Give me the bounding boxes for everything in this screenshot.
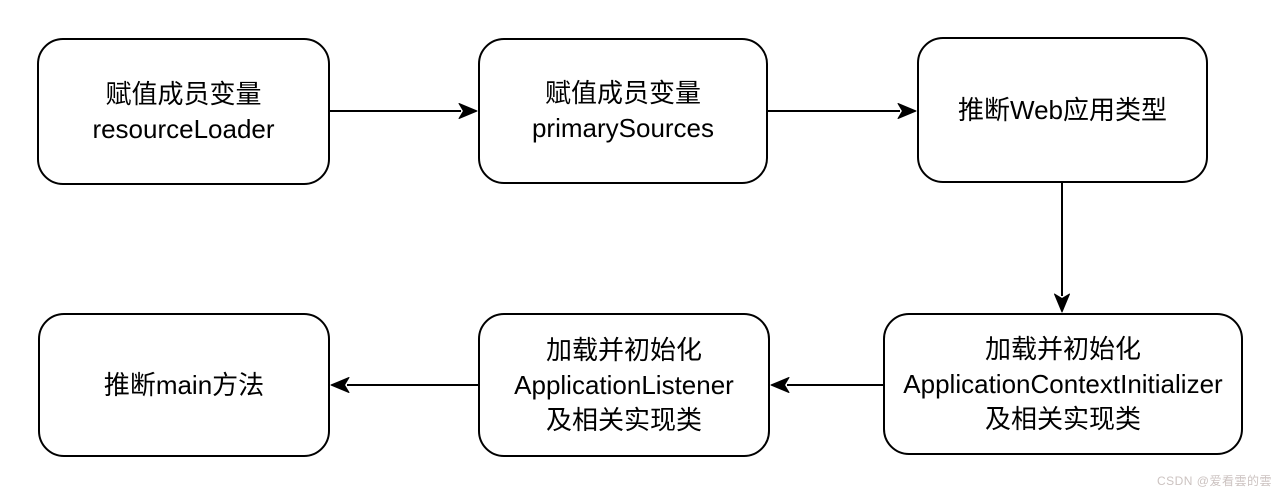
- node-text-line: primarySources: [531, 113, 715, 143]
- arrow-web-app-type-to-context-initializer: [1054, 183, 1070, 313]
- arrow-application-listener-to-main-method: [330, 377, 478, 393]
- flow-node-assign-resource-loader: 赋值成员变量 resourceLoader: [37, 38, 330, 185]
- node-text-line: 及相关实现类: [984, 403, 1141, 434]
- node-text-line: ApplicationContextInitializer: [903, 368, 1223, 399]
- node-text-line: 推断Web应用类型: [958, 94, 1167, 125]
- flow-node-load-application-listener: 加载并初始化 ApplicationListener 及相关实现类: [478, 313, 770, 457]
- node-text-line: resourceLoader: [92, 113, 275, 144]
- node-text-line: 推断main方法: [103, 369, 265, 400]
- node-text-line: ApplicationListener: [514, 369, 734, 400]
- node-text-line: 赋值成员变量: [105, 78, 262, 109]
- flow-node-deduce-main-method: 推断main方法: [38, 313, 330, 457]
- flow-node-assign-primary-sources: 赋值成员变量 primarySources: [478, 38, 768, 184]
- watermark: CSDN @爱看雲的雲: [1156, 474, 1272, 488]
- arrow-context-initializer-to-application-listener: [770, 377, 883, 393]
- node-text-line: 赋值成员变量: [544, 78, 701, 108]
- node-text-line: 加载并初始化: [545, 334, 702, 365]
- flow-node-deduce-web-app-type: 推断Web应用类型: [917, 37, 1208, 183]
- node-text-line: 加载并初始化: [984, 333, 1141, 364]
- arrow-primary-sources-to-web-app-type: [768, 103, 917, 119]
- node-text-line: 及相关实现类: [545, 404, 702, 435]
- flow-node-load-context-initializer: 加载并初始化 ApplicationContextInitializer 及相关…: [883, 313, 1243, 455]
- arrow-resource-loader-to-primary-sources: [330, 103, 478, 119]
